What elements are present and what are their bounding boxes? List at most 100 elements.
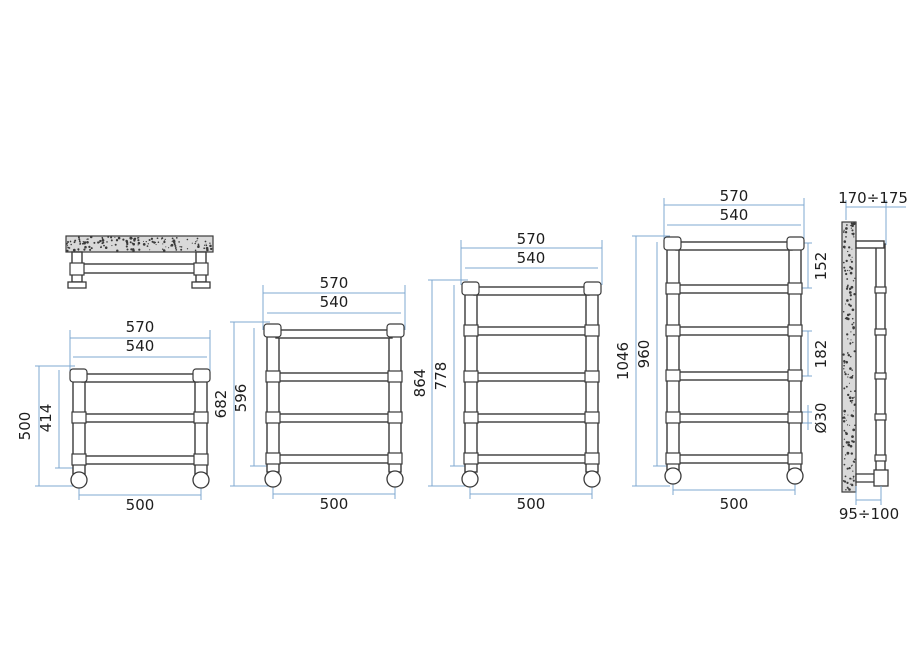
wall-speck xyxy=(847,414,849,416)
wall-speck xyxy=(203,244,206,246)
wall-speck xyxy=(142,240,145,242)
wall-speck xyxy=(847,284,849,287)
wall-speck xyxy=(848,303,851,306)
wall-speck xyxy=(851,248,853,250)
wall-speck xyxy=(847,373,849,376)
wall-speck xyxy=(175,249,178,251)
model-682-overall-height: 682 xyxy=(212,390,230,419)
model-1046-inner-width: 540 xyxy=(720,206,749,224)
wall-speck xyxy=(78,239,81,241)
side-view-post xyxy=(875,243,886,473)
wall-speck xyxy=(106,241,108,243)
wall-speck xyxy=(83,241,87,244)
wall-speck xyxy=(69,240,72,243)
wall-speck xyxy=(843,266,846,269)
wall-speck xyxy=(843,362,846,364)
wall-speck xyxy=(196,237,199,240)
wall-speck xyxy=(849,424,851,426)
wall-speck xyxy=(843,240,847,243)
wall-speck xyxy=(136,237,139,239)
wall-speck xyxy=(114,243,117,246)
wall-speck xyxy=(84,245,87,249)
wall-speck xyxy=(191,242,193,244)
wall-speck xyxy=(851,414,855,418)
wall-speck xyxy=(125,241,129,244)
top-view-wall-texture xyxy=(66,235,213,252)
wall-speck xyxy=(168,247,170,249)
wall-speck xyxy=(150,237,154,240)
model-1046-tube-diameter: Ø30 xyxy=(812,403,830,434)
wall-speck xyxy=(170,243,174,247)
wall-speck xyxy=(114,236,116,238)
wall-speck xyxy=(851,399,854,402)
model-1046-overall-height: 1046 xyxy=(614,342,632,380)
wall-speck xyxy=(209,242,211,244)
wall-speck xyxy=(163,240,166,244)
wall-speck xyxy=(66,242,68,245)
wall-speck xyxy=(845,227,848,230)
wall-speck xyxy=(848,466,851,470)
model-500-inner-height: 414 xyxy=(37,404,55,433)
wall-speck xyxy=(87,238,89,240)
wall-speck xyxy=(197,245,200,248)
wall-speck xyxy=(847,376,849,378)
wall-speck xyxy=(850,483,852,485)
side-view: 170÷175 95÷100 xyxy=(838,189,908,523)
model-1046-overall-width: 570 xyxy=(720,187,749,205)
wall-speck xyxy=(137,244,139,246)
model-500-axis-width: 500 xyxy=(126,496,155,514)
wall-speck xyxy=(850,224,852,227)
side-view-valve xyxy=(855,473,877,483)
wall-speck xyxy=(846,285,849,288)
wall-speck xyxy=(848,246,851,249)
wall-speck xyxy=(854,458,856,461)
top-view-right-valve xyxy=(193,262,209,276)
wall-speck xyxy=(115,239,119,242)
wall-speck xyxy=(849,265,852,269)
wall-speck xyxy=(852,475,855,478)
wall-speck xyxy=(122,238,125,241)
wall-speck xyxy=(843,463,846,466)
wall-speck xyxy=(849,271,853,275)
wall-speck xyxy=(847,269,849,272)
wall-speck xyxy=(851,478,853,480)
wall-speck xyxy=(846,481,849,485)
model-500-overall-height: 500 xyxy=(16,412,34,441)
wall-speck xyxy=(101,239,105,242)
wall-speck xyxy=(853,293,855,295)
wall-speck xyxy=(850,259,852,261)
wall-speck xyxy=(847,443,851,447)
wall-speck xyxy=(849,294,852,297)
side-view-wall-distance: 170÷175 xyxy=(838,189,908,207)
model-1046-spacing-mid: 182 xyxy=(812,340,830,369)
wall-speck xyxy=(174,247,177,249)
wall-speck xyxy=(175,237,178,239)
wall-speck xyxy=(66,245,69,247)
wall-speck xyxy=(174,245,177,247)
wall-speck xyxy=(842,479,845,482)
wall-speck xyxy=(205,243,207,245)
wall-speck xyxy=(205,244,208,247)
top-view-left-foot xyxy=(67,281,87,289)
wall-speck xyxy=(849,477,852,480)
wall-speck xyxy=(83,248,86,251)
wall-speck xyxy=(851,232,854,235)
side-view-wall-texture xyxy=(842,222,856,491)
wall-speck xyxy=(851,224,854,228)
wall-speck xyxy=(843,420,846,423)
side-view-valve-distance: 95÷100 xyxy=(839,505,899,523)
wall-speck xyxy=(846,352,849,354)
wall-speck xyxy=(842,231,845,233)
wall-speck xyxy=(842,261,845,264)
wall-speck xyxy=(100,246,102,249)
wall-speck xyxy=(117,236,121,240)
wall-speck xyxy=(846,467,849,470)
wall-speck xyxy=(133,239,136,242)
wall-speck xyxy=(153,241,156,244)
wall-speck xyxy=(846,299,849,302)
wall-speck xyxy=(851,229,854,232)
wall-speck xyxy=(843,368,845,370)
wall-speck xyxy=(852,477,855,479)
model-500-radiator xyxy=(69,368,211,489)
